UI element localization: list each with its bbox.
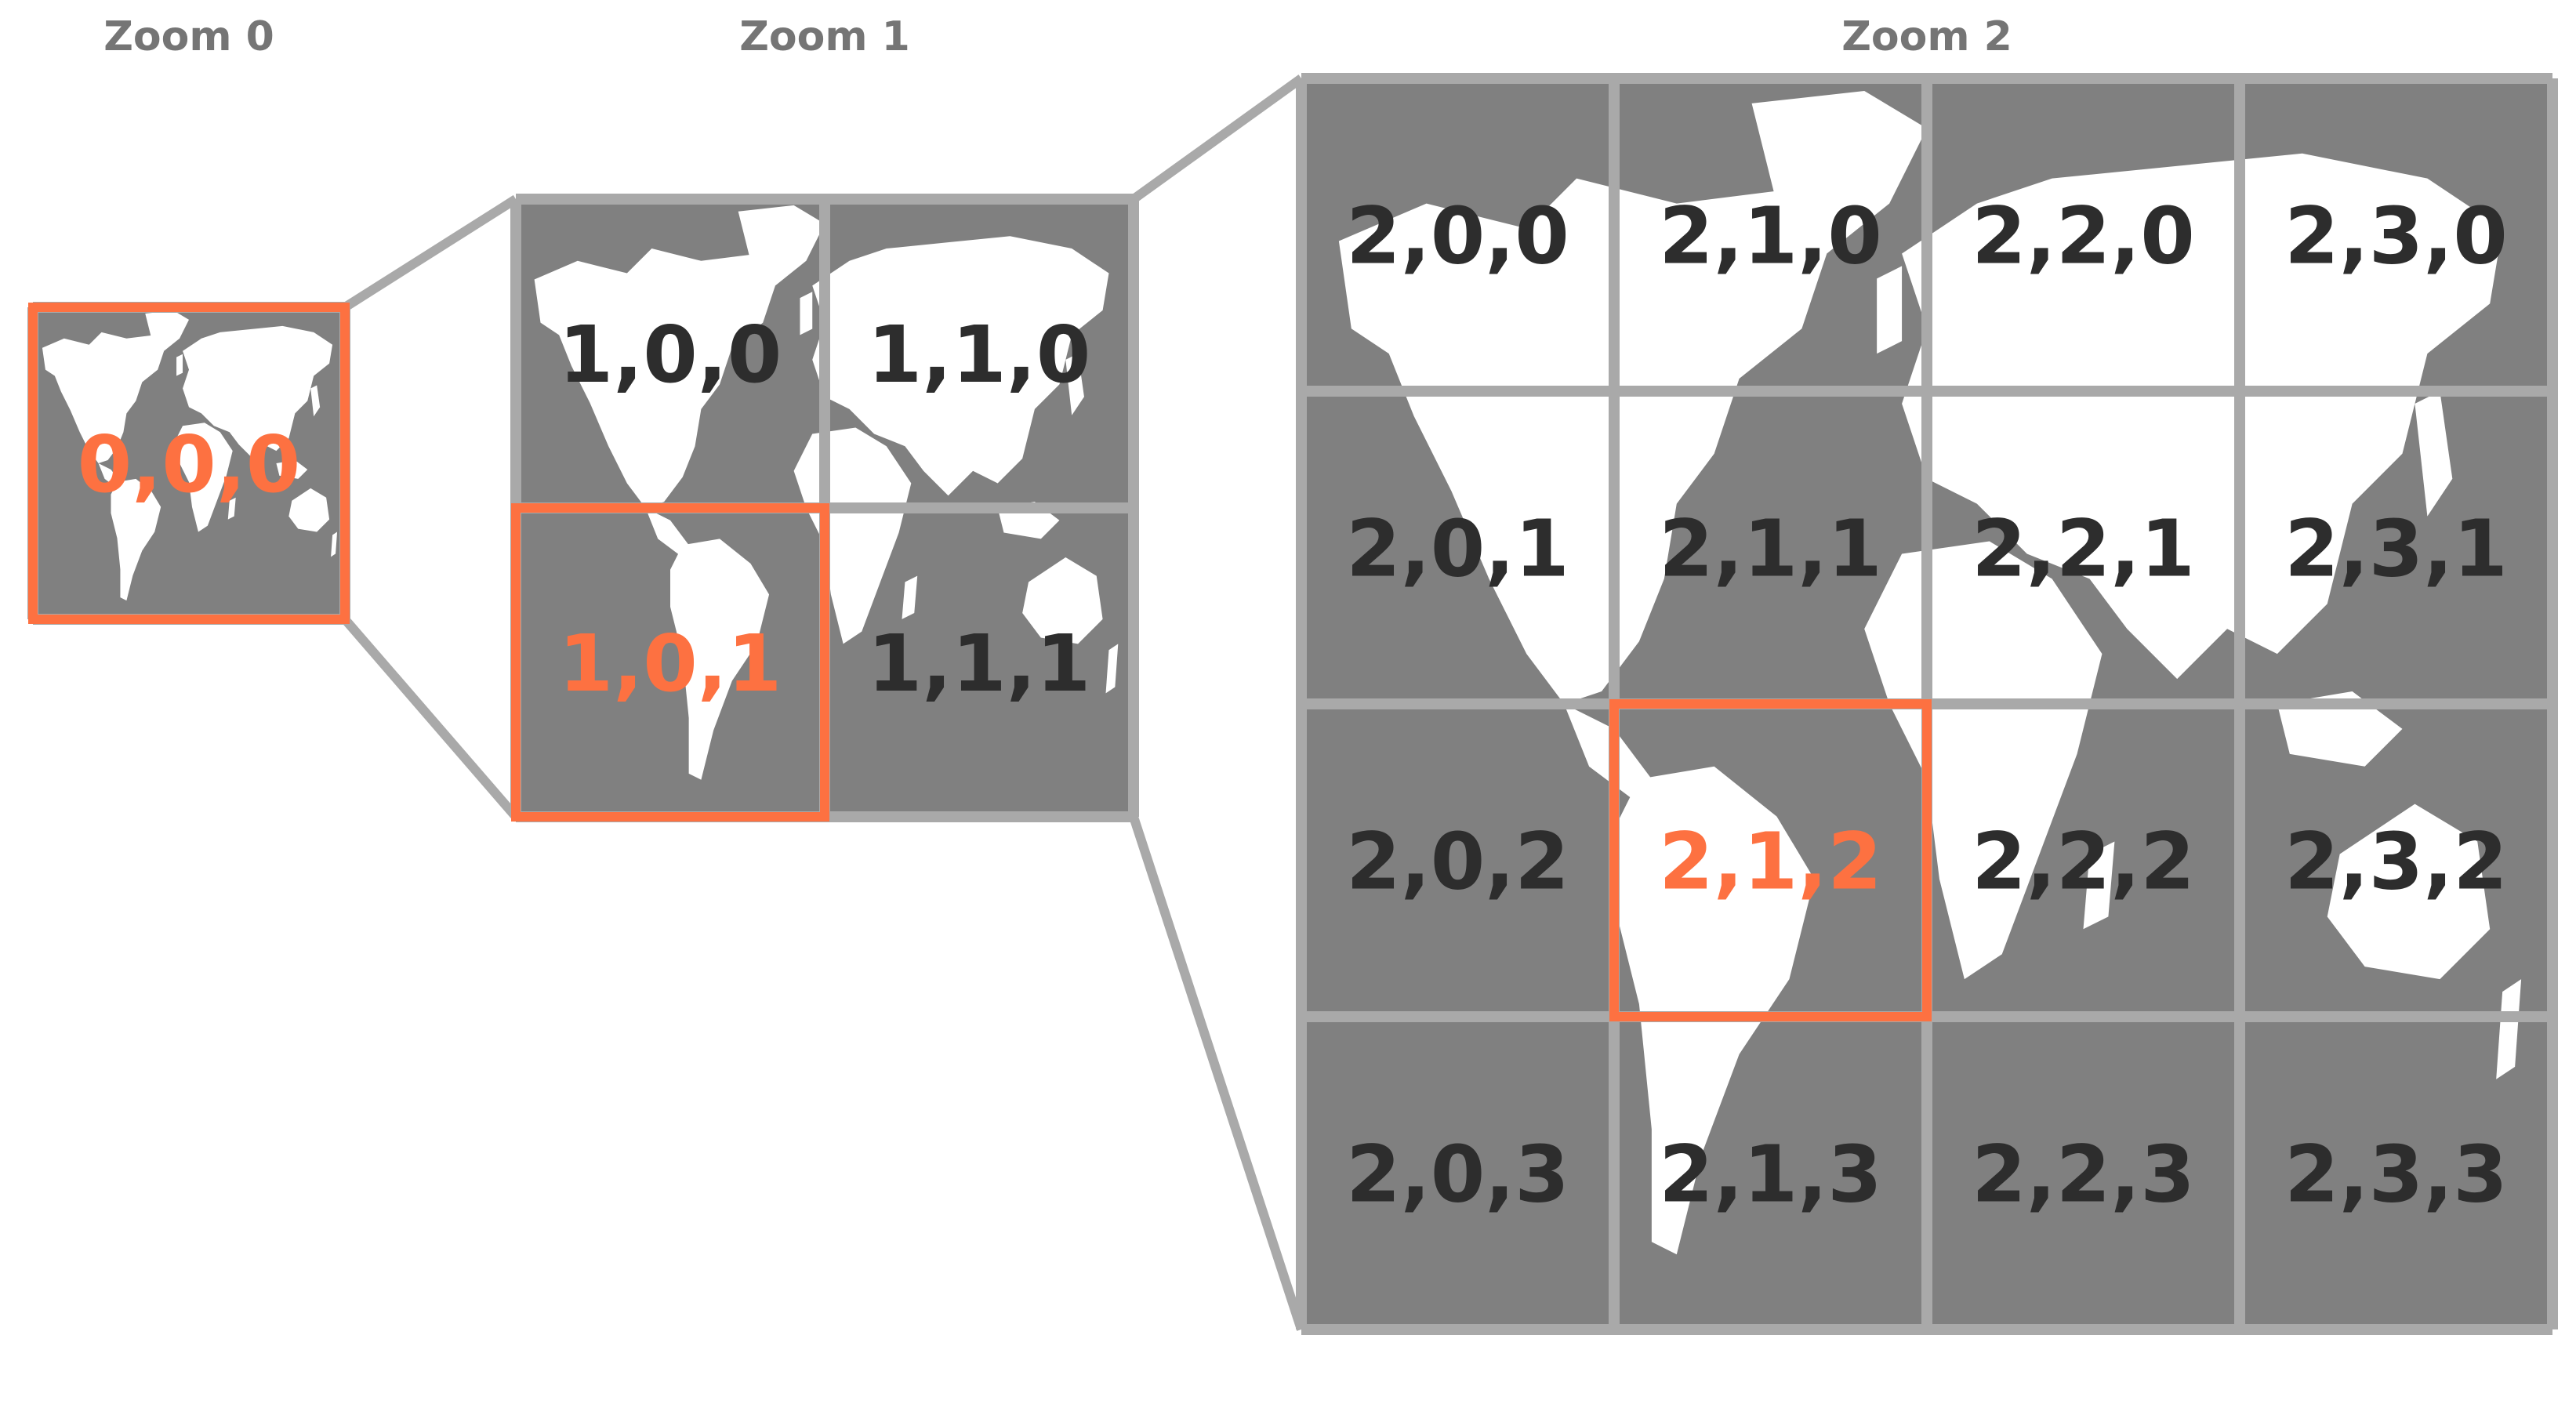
tile-label: 1,0,1 — [559, 618, 782, 709]
connector-line — [342, 194, 519, 312]
tile-2-2-0[interactable]: 2,2,0 — [1927, 78, 2240, 391]
tile-label: 2,1,3 — [1659, 1129, 1882, 1221]
tile-label: 2,2,1 — [1972, 503, 2195, 595]
tile-2-3-1[interactable]: 2,3,1 — [2240, 391, 2552, 704]
tile-2-2-1[interactable]: 2,2,1 — [1927, 391, 2240, 704]
tile-2-1-2[interactable]: 2,1,2 — [1614, 704, 1927, 1017]
zoom-1-grid: 1,0,0 1,1,0 1,0,1 1,1,1 — [510, 194, 1139, 822]
tile-label: 2,1,2 — [1659, 816, 1882, 908]
tile-label: 2,0,0 — [1346, 190, 1569, 282]
zoom-2-title: Zoom 2 — [1841, 13, 2012, 60]
tile-label: 2,2,2 — [1972, 816, 2195, 908]
tile-label: 1,0,0 — [559, 309, 782, 401]
tile-2-1-0[interactable]: 2,1,0 — [1614, 78, 1927, 391]
tile-1-1-0[interactable]: 1,1,0 — [825, 199, 1134, 508]
tile-2-1-3[interactable]: 2,1,3 — [1614, 1017, 1927, 1329]
tile-label: 2,3,1 — [2284, 503, 2508, 595]
tile-2-3-3[interactable]: 2,3,3 — [2240, 1017, 2552, 1329]
tile-1-0-1[interactable]: 1,0,1 — [516, 508, 825, 817]
tile-label: 2,0,1 — [1346, 503, 1569, 595]
tile-2-1-1[interactable]: 2,1,1 — [1614, 391, 1927, 704]
zoom-2-grid: 2,0,0 2,1,0 2,2,0 2,3,0 2,0,1 2,1,1 2,2,1 2,3,1… — [1296, 73, 2558, 1335]
tile-2-0-3[interactable]: 2,0,3 — [1301, 1017, 1614, 1329]
zoom-connectors — [341, 74, 1306, 1331]
tile-label: 2,2,0 — [1972, 190, 2195, 282]
connector-line — [1129, 815, 1306, 1331]
highlight-box — [511, 503, 829, 822]
tile-label: 2,0,2 — [1346, 816, 1569, 908]
connector-line — [341, 616, 520, 820]
highlight-box — [1609, 699, 1932, 1021]
zoom-0-title: Zoom 0 — [103, 13, 274, 60]
tile-2-0-0[interactable]: 2,0,0 — [1301, 78, 1614, 391]
tile-label: 2,3,0 — [2284, 190, 2508, 282]
tile-label: 0,0,0 — [78, 419, 301, 510]
tile-label: 2,2,3 — [1972, 1129, 2195, 1221]
tile-1-1-1[interactable]: 1,1,1 — [825, 508, 1134, 817]
tile-2-0-2[interactable]: 2,0,2 — [1301, 704, 1614, 1017]
tile-label: 1,1,1 — [868, 618, 1091, 709]
tile-label: 2,1,0 — [1659, 190, 1882, 282]
tile-1-0-0[interactable]: 1,0,0 — [516, 199, 825, 508]
tile-2-2-3[interactable]: 2,2,3 — [1927, 1017, 2240, 1329]
tile-2-0-1[interactable]: 2,0,1 — [1301, 391, 1614, 704]
tile-2-3-2[interactable]: 2,3,2 — [2240, 704, 2552, 1017]
tile-label: 2,1,1 — [1659, 503, 1882, 595]
zoom-0-grid: 0,0,0 — [27, 302, 350, 625]
tile-label: 2,3,2 — [2284, 816, 2508, 908]
tile-label: 2,0,3 — [1346, 1129, 1569, 1221]
tile-2-3-0[interactable]: 2,3,0 — [2240, 78, 2552, 391]
tile-2-2-2[interactable]: 2,2,2 — [1927, 704, 2240, 1017]
tile-0-0-0[interactable]: 0,0,0 — [33, 307, 345, 619]
tile-label: 2,3,3 — [2284, 1129, 2508, 1221]
highlight-box — [28, 303, 350, 624]
zoom-1-title: Zoom 1 — [739, 13, 910, 60]
connector-line — [1130, 74, 1304, 203]
tile-label: 1,1,0 — [868, 309, 1091, 401]
